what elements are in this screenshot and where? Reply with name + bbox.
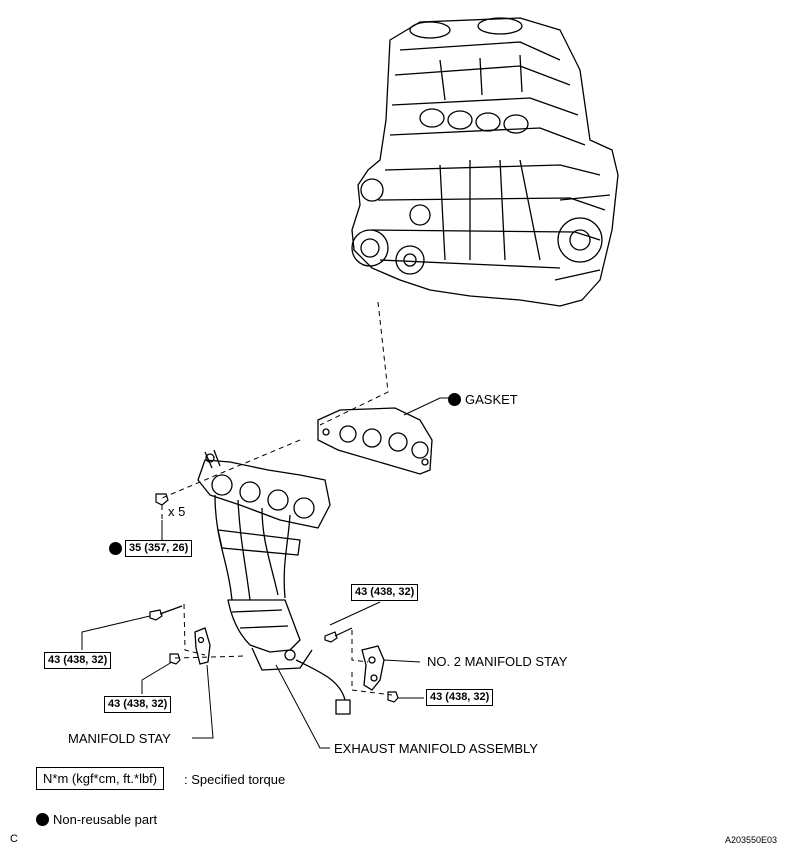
torque-unit-box: N*m (kgf*cm, ft.*lbf) <box>36 767 165 790</box>
manifold-runners <box>214 494 291 601</box>
manifold-collector <box>227 599 301 653</box>
nut-stay <box>387 691 399 703</box>
non-reusable-legend-mark <box>36 813 49 826</box>
nut-upper <box>155 493 169 506</box>
no2-manifold-stay-part <box>361 645 385 691</box>
non-reusable-mark-nut <box>109 542 122 555</box>
corner-letter: C <box>10 833 18 845</box>
bolt-left <box>149 609 163 621</box>
o2-sensor-wire <box>295 659 346 701</box>
nut-left <box>169 653 181 665</box>
bolt-right <box>324 631 338 643</box>
non-reusable-legend-text: Non-reusable part <box>53 812 158 827</box>
exhaust-manifold-assembly-label: EXHAUST MANIFOLD ASSEMBLY <box>334 741 538 756</box>
quantity-label: x 5 <box>168 504 186 519</box>
gasket-label: GASKET <box>465 392 518 407</box>
gasket-part <box>317 407 433 475</box>
torque-upper-right-bolt: 43 (438, 32) <box>351 584 419 601</box>
manifold-stay-label: MANIFOLD STAY <box>68 731 171 746</box>
non-reusable-mark-gasket <box>448 393 461 406</box>
torque-unit-desc: : Specified torque <box>184 772 286 787</box>
manifold-flange <box>197 459 331 529</box>
torque-stay-nut: 43 (438, 32) <box>426 689 494 706</box>
engine-block <box>351 17 619 307</box>
torque-left-nut: 43 (438, 32) <box>104 696 172 713</box>
figure-code: A203550E03 <box>725 835 778 845</box>
torque-left-bolt: 43 (438, 32) <box>44 652 112 669</box>
manifold-stay-part <box>194 627 211 665</box>
torque-nut: 35 (357, 26) <box>125 540 193 557</box>
no2-manifold-stay-label: NO. 2 MANIFOLD STAY <box>427 654 568 669</box>
